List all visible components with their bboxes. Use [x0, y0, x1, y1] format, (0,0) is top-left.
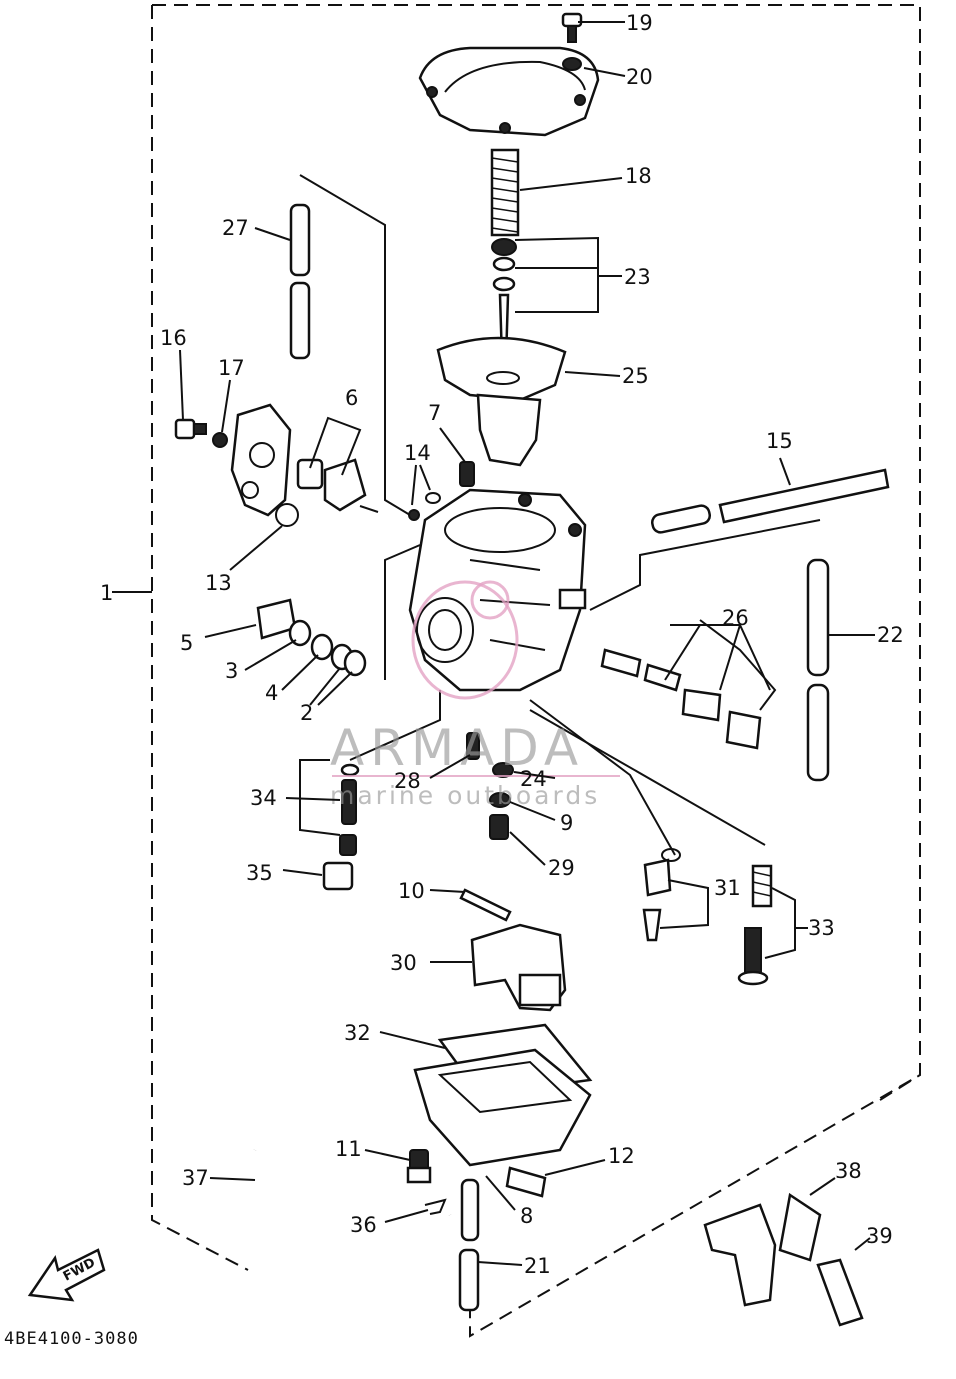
assembly-boundary	[151, 4, 921, 1338]
clip-14	[408, 509, 420, 521]
o-ring-14	[425, 492, 441, 504]
o-ring-13	[275, 503, 299, 527]
callout-4: 4	[265, 681, 278, 705]
callout-20: 20	[626, 65, 653, 89]
callout-numbers: 1 2 3 4 5 6 7 8 9 10 11 12 13 14 15 16 1…	[100, 11, 904, 1278]
callout-33: 33	[808, 916, 835, 940]
callout-13: 13	[205, 571, 232, 595]
callout-22: 22	[877, 623, 904, 647]
callout-10: 10	[398, 879, 425, 903]
leader-lines	[179, 21, 875, 1266]
callout-16: 16	[160, 326, 187, 350]
callout-18: 18	[625, 164, 652, 188]
jet-27-tube	[289, 203, 311, 360]
callout-25: 25	[622, 364, 649, 388]
washer-17	[212, 432, 228, 448]
callout-35: 35	[246, 861, 273, 885]
callout-14: 14	[404, 441, 431, 465]
hose-37	[246, 1149, 459, 1303]
clip-36	[424, 1198, 447, 1215]
callout-24: 24	[520, 767, 547, 791]
watermark-title: ARMADA	[330, 719, 584, 777]
callout-23: 23	[624, 265, 651, 289]
fwd-arrow-icon: FWD	[27, 1248, 106, 1302]
hose-39	[816, 1258, 864, 1327]
callout-7: 7	[428, 401, 441, 425]
callout-21: 21	[524, 1254, 551, 1278]
callout-2: 2	[300, 701, 313, 725]
hose-21	[458, 1178, 480, 1312]
main-jet-29	[489, 814, 509, 840]
top-cap	[418, 46, 600, 137]
watermark: ARMADA marine outboards	[330, 580, 620, 810]
callout-3: 3	[225, 659, 238, 683]
part-code: 4BE4100-3080	[4, 1329, 139, 1349]
bearings-2	[330, 643, 367, 677]
accelerator-pump-cover	[230, 403, 292, 517]
washer-9	[489, 792, 511, 808]
callout-6: 6	[345, 386, 358, 410]
callout-8: 8	[520, 1204, 533, 1228]
callout-9: 9	[560, 811, 573, 835]
main-spring	[490, 148, 520, 237]
callout-38: 38	[835, 1159, 862, 1183]
callout-29: 29	[548, 856, 575, 880]
cap-35	[322, 861, 354, 891]
callout-11: 11	[335, 1137, 362, 1161]
callout-12: 12	[608, 1144, 635, 1168]
needle-jet-7	[459, 461, 475, 487]
carburetor-body	[408, 488, 587, 692]
watermark-subtitle: marine outboards	[330, 781, 600, 810]
needle-valve-31	[642, 848, 681, 942]
hose-22	[806, 558, 830, 782]
pump-spring-6	[296, 458, 379, 513]
callout-39: 39	[866, 1224, 893, 1248]
bowl-screw-11	[406, 1149, 432, 1184]
callout-27: 27	[222, 216, 249, 240]
callout-36: 36	[350, 1213, 377, 1237]
drain-screw-12	[505, 1166, 547, 1198]
pilot-jet-34	[339, 763, 360, 856]
callout-5: 5	[180, 631, 193, 655]
callout-17: 17	[218, 356, 245, 380]
callout-34: 34	[250, 786, 277, 810]
float-screw-33	[737, 864, 773, 986]
callout-26: 26	[722, 606, 749, 630]
callout-37: 37	[182, 1166, 209, 1190]
float-30	[470, 923, 567, 1012]
pilot-screw-26	[600, 648, 762, 750]
callout-15: 15	[766, 429, 793, 453]
diaphragm-piston	[436, 336, 567, 467]
cap-washer	[562, 57, 582, 71]
bracket-38	[703, 1192, 822, 1307]
seal-4	[310, 633, 334, 661]
callout-32: 32	[344, 1021, 371, 1045]
cap-screw	[561, 12, 583, 43]
callout-28: 28	[394, 769, 421, 793]
seal-3	[288, 619, 312, 647]
jet-28	[466, 732, 480, 760]
callout-30: 30	[390, 951, 417, 975]
callout-1: 1	[100, 581, 113, 605]
hose-15	[651, 468, 890, 534]
float-pin-10	[459, 888, 512, 922]
callout-19: 19	[626, 11, 653, 35]
callout-31: 31	[714, 876, 741, 900]
float-bowl	[413, 1048, 592, 1167]
screw-16	[174, 418, 207, 440]
